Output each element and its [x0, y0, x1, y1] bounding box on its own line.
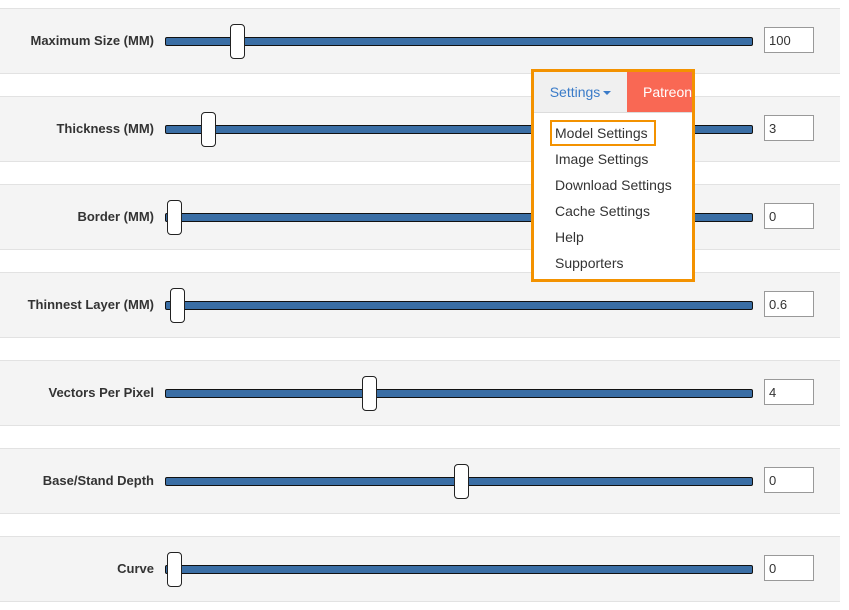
base-stand-depth-input[interactable] [764, 467, 814, 493]
border-input[interactable] [764, 203, 814, 229]
settings-dropdown-menu: Model Settings Image Settings Download S… [534, 120, 692, 276]
menu-item-help[interactable]: Help [555, 229, 584, 245]
settings-label: Settings [549, 84, 601, 100]
base-stand-depth-label: Base/Stand Depth [42, 473, 154, 488]
settings-dropdown-highlight: Settings Patreon Model Settings Image Se… [531, 69, 695, 282]
border-label: Border (MM) [77, 209, 154, 224]
settings-menu-button[interactable]: Settings [534, 72, 627, 112]
vectors-per-pixel-slider-thumb[interactable] [361, 376, 377, 411]
menu-item-supporters[interactable]: Supporters [555, 255, 624, 271]
vectors-per-pixel-input[interactable] [764, 379, 814, 405]
base-stand-depth-slider-thumb[interactable] [453, 464, 469, 499]
slider-row-curve: Curve [0, 536, 840, 602]
slider-row-border: Border (MM) [0, 184, 840, 250]
menu-item-cache-settings[interactable]: Cache Settings [555, 203, 650, 219]
slider-row-vectors-per-pixel: Vectors Per Pixel [0, 360, 840, 426]
menu-header: Settings Patreon [534, 72, 692, 113]
thinnest-layer-slider-thumb[interactable] [169, 288, 185, 323]
thickness-label: Thickness (MM) [56, 121, 154, 136]
vectors-per-pixel-label: Vectors Per Pixel [48, 385, 154, 400]
thinnest-layer-slider-track[interactable] [165, 301, 753, 310]
thickness-slider-thumb[interactable] [201, 112, 217, 147]
maximum-size-label: Maximum Size (MM) [30, 33, 154, 48]
menu-item-image-settings[interactable]: Image Settings [555, 151, 649, 167]
thickness-input[interactable] [764, 115, 814, 141]
patreon-button[interactable]: Patreon [627, 72, 692, 112]
curve-input[interactable] [764, 555, 814, 581]
menu-item-model-settings[interactable]: Model Settings [534, 120, 692, 146]
border-slider-thumb[interactable] [167, 200, 182, 235]
maximum-size-slider-thumb[interactable] [230, 24, 246, 59]
curve-slider-thumb[interactable] [167, 552, 182, 587]
thinnest-layer-label: Thinnest Layer (MM) [27, 297, 154, 312]
slider-row-thinnest-layer: Thinnest Layer (MM) [0, 272, 840, 338]
menu-item-label: Model Settings [550, 120, 656, 146]
thickness-slider-track[interactable] [165, 125, 753, 134]
vectors-per-pixel-slider-track[interactable] [165, 389, 753, 398]
caret-down-icon [603, 91, 612, 96]
maximum-size-slider-track[interactable] [165, 37, 753, 46]
curve-slider-track[interactable] [165, 565, 753, 574]
maximum-size-input[interactable] [764, 27, 814, 53]
menu-item-download-settings[interactable]: Download Settings [555, 177, 672, 193]
curve-label: Curve [117, 561, 154, 576]
thinnest-layer-input[interactable] [764, 291, 814, 317]
border-slider-track[interactable] [165, 213, 753, 222]
slider-row-base-stand-depth: Base/Stand Depth [0, 448, 840, 514]
slider-row-maximum-size: Maximum Size (MM) [0, 8, 840, 74]
slider-row-thickness: Thickness (MM) [0, 96, 840, 162]
